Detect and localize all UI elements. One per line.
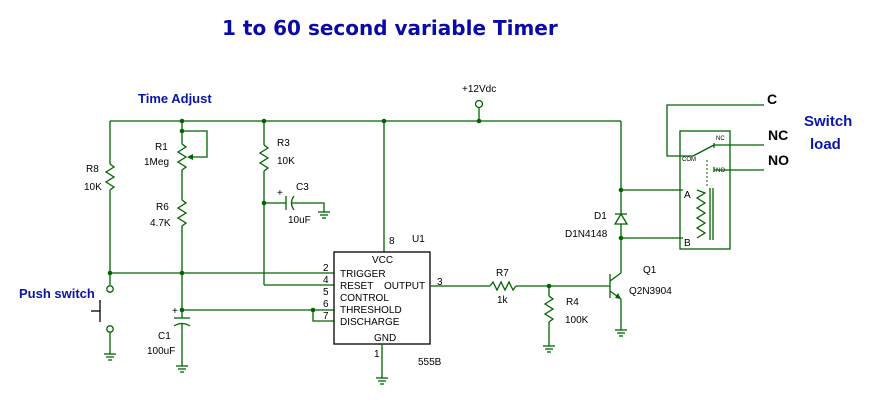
r4-ref: R4 bbox=[566, 297, 579, 308]
relay-com-label: COM bbox=[682, 157, 696, 163]
relay-b-label: B bbox=[684, 238, 691, 249]
ic-pin-number: 6 bbox=[323, 299, 329, 310]
ic-threshold-label: THRESHOLD bbox=[340, 305, 402, 316]
node-dot bbox=[179, 270, 185, 276]
ground-symbol bbox=[176, 365, 188, 373]
d1-value: D1N4148 bbox=[565, 229, 608, 240]
ic-pin-number: 1 bbox=[374, 349, 380, 360]
node-dot bbox=[618, 187, 624, 193]
r3-resistor bbox=[258, 144, 270, 172]
q1-collector bbox=[609, 272, 622, 282]
r4-resistor bbox=[543, 295, 555, 323]
ic-pin-number: 4 bbox=[323, 275, 329, 286]
ground-symbol bbox=[318, 211, 330, 219]
r6-value: 4.7K bbox=[150, 218, 171, 229]
switch-note: Switch bbox=[804, 113, 852, 130]
node-dot bbox=[107, 270, 113, 276]
load-note: load bbox=[810, 136, 841, 153]
q1-value: Q2N3904 bbox=[629, 286, 672, 297]
u1-part: 555B bbox=[418, 357, 442, 368]
node-dot bbox=[179, 128, 185, 134]
q1-emitter-arrow bbox=[615, 293, 621, 299]
relay-armature bbox=[692, 144, 715, 157]
ic-reset-label: RESET bbox=[340, 281, 373, 292]
c1-value: 100uF bbox=[147, 346, 175, 357]
ic-vcc-label: VCC bbox=[372, 255, 393, 266]
ic-output-label: OUTPUT bbox=[384, 281, 425, 292]
ic-pin-number: 3 bbox=[437, 277, 443, 288]
r1-value: 1Meg bbox=[144, 157, 169, 168]
terminal-c-label: C bbox=[767, 91, 777, 107]
ic-control-label: CONTROL bbox=[340, 293, 389, 304]
supply-terminal bbox=[474, 99, 484, 109]
node-dot bbox=[618, 235, 624, 241]
r3-value: 10K bbox=[277, 156, 295, 167]
r1-wiper-arrow bbox=[187, 154, 193, 160]
supply-label: +12Vdc bbox=[462, 84, 496, 95]
schematic-title: 1 to 60 second variable Timer bbox=[222, 16, 558, 40]
r1-potentiometer bbox=[176, 143, 188, 171]
r7-resistor bbox=[489, 280, 517, 292]
relay-body bbox=[679, 130, 731, 250]
ic-trigger-label: TRIGGER bbox=[340, 269, 386, 280]
time-adjust-note: Time Adjust bbox=[138, 91, 212, 106]
relay-a-label: A bbox=[684, 190, 691, 201]
c1-plate bbox=[173, 322, 191, 327]
r8-ref: R8 bbox=[86, 164, 99, 175]
terminal-nc-label: NC bbox=[768, 127, 788, 143]
ic-pin-number: 7 bbox=[323, 311, 329, 322]
node-dot bbox=[179, 307, 185, 313]
relay-no-label: NO bbox=[716, 168, 725, 174]
ic-pin-number: 5 bbox=[323, 287, 329, 298]
q1-ref: Q1 bbox=[643, 265, 657, 276]
r8-resistor bbox=[104, 163, 116, 191]
push-switch-note: Push switch bbox=[19, 286, 95, 301]
r3-ref: R3 bbox=[277, 138, 290, 149]
r4-value: 100K bbox=[565, 315, 589, 326]
r8-value: 10K bbox=[84, 182, 102, 193]
r6-resistor bbox=[176, 199, 188, 227]
ic-gnd-label: GND bbox=[374, 333, 396, 344]
ic-pin-number: 8 bbox=[389, 236, 395, 247]
c1-polarity: + bbox=[172, 306, 178, 317]
ground-symbol bbox=[104, 353, 116, 361]
r6-ref: R6 bbox=[156, 202, 169, 213]
c3-polarity: + bbox=[277, 188, 283, 199]
d1-ref: D1 bbox=[594, 211, 607, 222]
push-switch-contact bbox=[106, 285, 114, 293]
node-dot bbox=[310, 307, 316, 313]
r7-value: 1k bbox=[497, 295, 509, 306]
wire bbox=[291, 202, 325, 212]
node-dot bbox=[261, 200, 267, 206]
discharge-wire bbox=[312, 310, 334, 322]
d1-diode-body bbox=[613, 212, 629, 225]
node-dot bbox=[476, 118, 482, 124]
terminal-no-label: NO bbox=[768, 152, 789, 168]
ground-symbol bbox=[543, 345, 555, 353]
com-wire bbox=[666, 104, 764, 157]
c3-ref: C3 bbox=[296, 182, 309, 193]
ground-symbol bbox=[615, 329, 627, 337]
ic-discharge-label: DISCHARGE bbox=[340, 317, 400, 328]
relay-coil bbox=[695, 189, 707, 239]
ground-symbol bbox=[376, 377, 388, 385]
r7-ref: R7 bbox=[496, 268, 509, 279]
r1-wiper-wire bbox=[182, 130, 208, 158]
relay-nc-label: NC bbox=[716, 136, 725, 142]
push-switch-contact bbox=[106, 325, 114, 333]
u1-ref: U1 bbox=[412, 234, 425, 245]
ic-pin-number: 2 bbox=[323, 263, 329, 274]
c3-value: 10uF bbox=[288, 215, 311, 226]
r1-ref: R1 bbox=[155, 142, 168, 153]
c1-ref: C1 bbox=[158, 331, 171, 342]
